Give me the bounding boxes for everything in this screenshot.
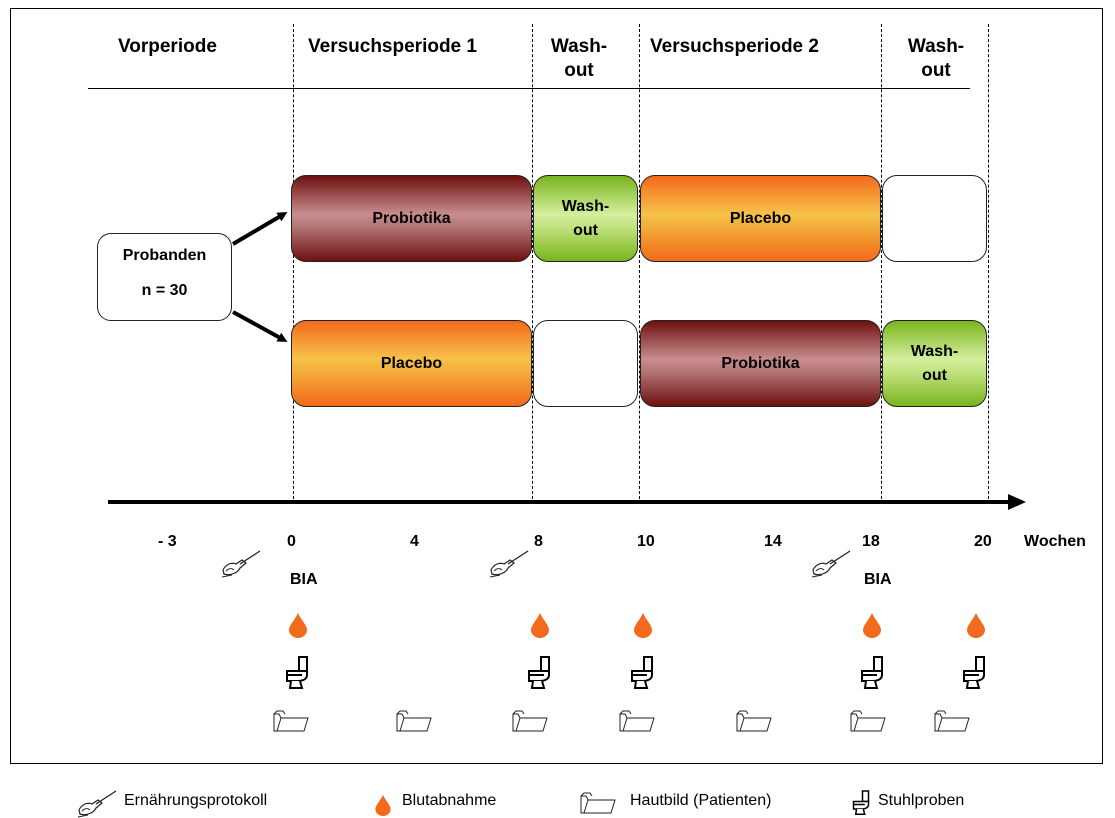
group-b-placebo-label: Placebo [380, 354, 443, 372]
writing-hand-icon [220, 550, 262, 578]
blood-drop-icon [530, 612, 550, 638]
group-a-washout: Wash- out [533, 175, 638, 262]
divider-week-20 [988, 24, 989, 504]
timeline-arrowhead [1008, 494, 1026, 510]
group-a-washout-label: Wash- out [561, 197, 610, 239]
bia-label-week-18: BIA [864, 571, 892, 588]
group-b-washout-2: Wash- out [882, 320, 987, 407]
week-label: - 3 [158, 533, 177, 550]
week-label: 20 [974, 533, 992, 550]
folder-icon [619, 710, 655, 732]
week-label: 18 [862, 533, 880, 550]
group-a-probiotika: Probiotika [291, 175, 532, 262]
week-label: 0 [287, 533, 296, 550]
phase-versuchsperiode-2: Versuchsperiode 2 [650, 36, 819, 57]
toilet-icon [962, 656, 986, 690]
legend-haut: Hautbild (Patienten) [630, 792, 772, 809]
toilet-icon [527, 656, 551, 690]
phase-versuchsperiode-1: Versuchsperiode 1 [308, 36, 477, 57]
phase-washout-1: Wash- out [550, 36, 608, 81]
blood-drop-icon [966, 612, 986, 638]
group-a-washout-2 [882, 175, 987, 262]
writing-hand-icon [488, 550, 530, 578]
folder-icon [396, 710, 432, 732]
probanden-title: Probanden [122, 247, 207, 264]
divider-week-18 [881, 24, 882, 504]
folder-icon [512, 710, 548, 732]
header-divider [88, 88, 970, 89]
diagram-frame [10, 8, 1103, 764]
group-a-placebo: Placebo [640, 175, 881, 262]
arrow-to-group-b [232, 310, 288, 342]
folder-icon [934, 710, 970, 732]
group-b-probiotika-label: Probiotika [721, 354, 800, 372]
writing-hand-icon [76, 790, 118, 818]
folder-icon [580, 792, 616, 814]
legend-protokoll: Ernährungsprotokoll [124, 792, 268, 809]
phase-vorperiode: Vorperiode [118, 36, 217, 57]
phase-washout-2: Wash- out [907, 36, 965, 81]
blood-drop-icon [288, 612, 308, 638]
folder-icon [850, 710, 886, 732]
blood-drop-icon [862, 612, 882, 638]
probanden-count: n = 30 [141, 282, 188, 299]
legend-stuhl: Stuhlproben [878, 792, 965, 809]
toilet-icon [630, 656, 654, 690]
folder-icon [273, 710, 309, 732]
week-label: 14 [764, 533, 782, 550]
group-b-probiotika: Probiotika [640, 320, 881, 407]
week-label: 4 [410, 533, 419, 550]
divider-week-10 [639, 24, 640, 504]
writing-hand-icon [810, 550, 852, 578]
blood-drop-icon [633, 612, 653, 638]
folder-icon [736, 710, 772, 732]
week-unit-label: Wochen [1024, 533, 1086, 550]
toilet-icon [860, 656, 884, 690]
week-label: 10 [637, 533, 655, 550]
divider-week-8 [532, 24, 533, 504]
toilet-icon [852, 790, 870, 816]
group-b-placebo: Placebo [291, 320, 532, 407]
toilet-icon [285, 656, 309, 690]
arrow-to-group-a [231, 211, 288, 246]
legend-blut: Blutabnahme [402, 792, 497, 809]
group-b-washout-2-label: Wash- out [910, 342, 959, 384]
group-a-placebo-label: Placebo [729, 209, 792, 227]
blood-drop-icon [374, 794, 392, 816]
week-label: 8 [534, 533, 543, 550]
probanden-box: Probanden n = 30 [97, 233, 232, 321]
bia-label-week-0: BIA [290, 571, 318, 588]
group-b-washout [533, 320, 638, 407]
group-a-probiotika-label: Probiotika [372, 209, 451, 227]
divider-week-0 [293, 24, 294, 504]
